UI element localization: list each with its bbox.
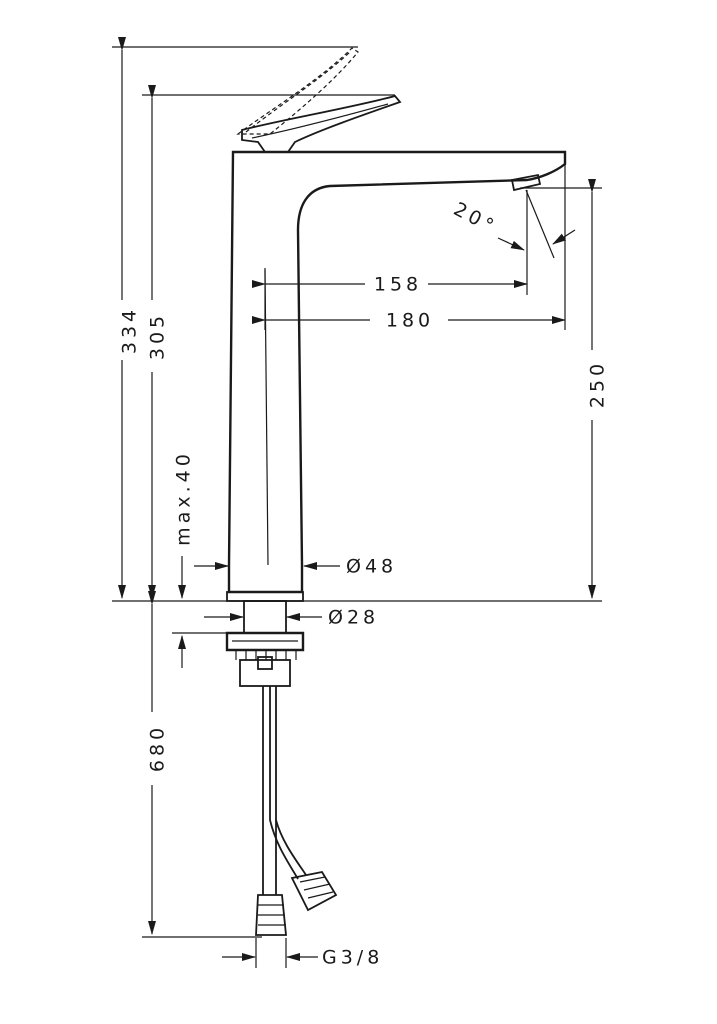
supply-hoses: [255, 686, 338, 936]
lever-handle-open-dashed: [236, 47, 359, 135]
label-250: 250: [587, 360, 609, 408]
label-680: 680: [147, 724, 169, 772]
dimension-thread: G3/8: [222, 938, 383, 969]
faucet-body: [227, 150, 567, 594]
lever-handle: [241, 94, 402, 153]
label-180: 180: [386, 310, 434, 332]
label-305: 305: [147, 312, 169, 360]
label-d28: Ø28: [328, 607, 379, 629]
dimension-shank-diameter: Ø28: [204, 607, 379, 629]
dimension-max-thickness: max.40: [172, 450, 226, 668]
dimension-total-height: 334: [112, 37, 358, 599]
label-158: 158: [374, 274, 422, 296]
label-max40: max.40: [173, 450, 195, 546]
dimension-body-diameter: Ø48: [194, 556, 397, 578]
dimension-reach-180: 180: [252, 310, 566, 332]
dimension-reach-158: 158: [252, 274, 528, 296]
mounting-assembly: [225, 591, 305, 687]
label-g38: G3/8: [322, 947, 383, 969]
dimension-outlet-height: 250: [520, 179, 609, 599]
dimension-spout-height: 305: [142, 85, 395, 599]
label-d48: Ø48: [346, 556, 397, 578]
label-334: 334: [119, 306, 141, 354]
label-20-degrees: 20°: [450, 198, 501, 239]
dimension-spray-angle: 20°: [450, 189, 576, 259]
dimension-hose-length: 680: [142, 591, 262, 938]
